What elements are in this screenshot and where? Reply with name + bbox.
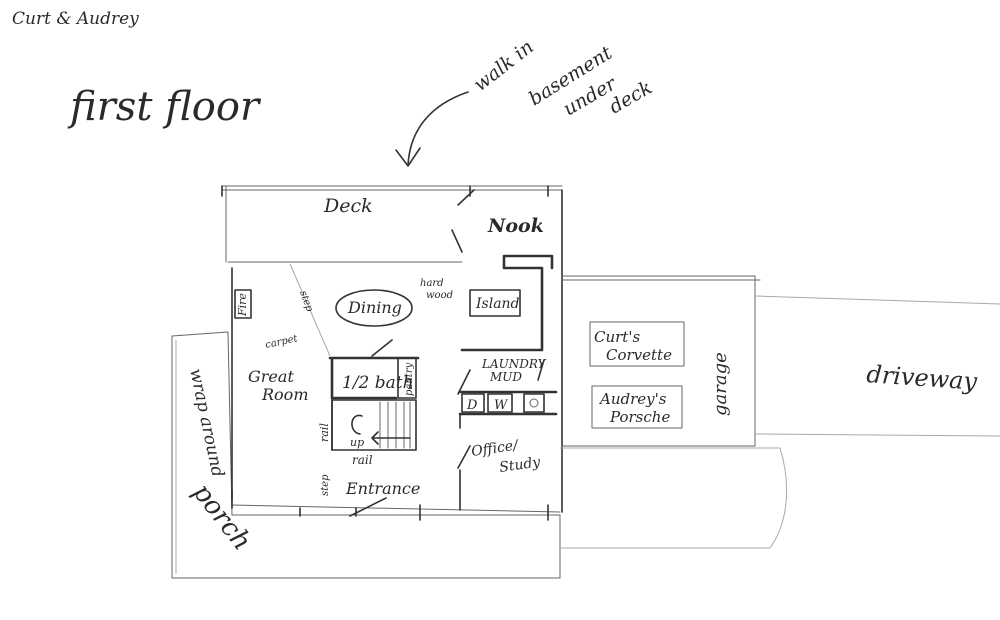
dryer-box	[461, 393, 485, 413]
fireplace-shape	[234, 289, 252, 319]
island-label: Island	[475, 296, 520, 312]
basement-note: walk in basement under deck	[470, 36, 656, 121]
island-shape	[469, 289, 521, 317]
step-label-bottom: step	[320, 474, 331, 496]
laundry-door	[457, 369, 471, 395]
laundry-door-2	[537, 359, 545, 381]
stair-outline	[331, 399, 417, 451]
driveway-bottom-edge	[754, 433, 1000, 437]
sink-drain-icon	[529, 398, 539, 408]
half-bath-label: 1/2 bath	[342, 373, 414, 393]
car-1-outline	[589, 321, 685, 367]
pantry-label: pantry	[404, 362, 415, 396]
note-arrow	[407, 91, 469, 166]
note-arrow-head	[395, 147, 421, 167]
owners-label: Curt & Audrey	[12, 9, 139, 29]
washer-box	[487, 393, 513, 413]
step-line	[289, 263, 331, 357]
nook-label: Nook	[487, 215, 544, 237]
hardwood-label-2: wood	[426, 290, 453, 301]
office-door-wall	[457, 445, 471, 511]
porch-outline	[171, 331, 561, 579]
sink-box	[523, 393, 545, 413]
half-bath-door	[371, 339, 393, 357]
porch-label-1: wrap around	[185, 367, 228, 479]
deck-top-edge	[221, 185, 563, 191]
south-wall	[231, 504, 561, 513]
office-label-2: Study	[498, 454, 542, 476]
stair-treads	[379, 401, 411, 449]
office-label-1: Office/	[470, 437, 520, 460]
kitchen-counter	[460, 334, 544, 352]
nook-counter	[502, 254, 554, 338]
dryer-label: D	[466, 398, 478, 413]
great-room-label-2: Room	[261, 385, 308, 404]
porch-label-2: porch	[186, 478, 256, 556]
stair-up-label: up	[350, 436, 364, 449]
stair-turn-arrow	[351, 414, 363, 435]
floor-title: first floor	[67, 84, 262, 130]
car-2-label-1: Audrey's	[598, 390, 667, 408]
note-line-1: walk in	[470, 36, 538, 96]
laundry-label-2: MUD	[489, 370, 522, 384]
dining-label: Dining	[347, 298, 402, 317]
entrance-door	[349, 497, 387, 517]
garage-label: garage	[710, 352, 731, 416]
driveway-top-edge	[754, 295, 1000, 305]
driveway-label: driveway	[866, 360, 979, 396]
stair-up-arrow	[371, 431, 411, 445]
car-2-label-2: Porsche	[609, 408, 670, 426]
wall-ticks	[221, 185, 549, 521]
car-1-label-1: Curt's	[594, 328, 640, 346]
rail-label-bottom: rail	[352, 453, 373, 467]
deck-door	[451, 189, 475, 253]
carpet-label: carpet	[264, 333, 299, 351]
fireplace-label: Fire	[236, 293, 249, 317]
laundry-label-1: LAUNDRY	[481, 357, 547, 371]
garage-outline	[561, 275, 756, 447]
laundry-walls	[458, 390, 558, 416]
entrance-label: Entrance	[345, 479, 420, 498]
step-label-top: step	[297, 289, 315, 313]
car-2-outline	[591, 385, 683, 429]
dining-table	[335, 289, 413, 327]
driveway-apron	[560, 447, 787, 549]
rail-label-side: rail	[318, 423, 331, 442]
washer-label: W	[494, 398, 509, 413]
pantry-shape	[397, 357, 417, 399]
great-room-label-1: Great	[248, 367, 294, 386]
deck-label: Deck	[323, 195, 373, 217]
car-1-label-2: Corvette	[606, 346, 672, 364]
hardwood-label-1: hard	[420, 278, 444, 289]
